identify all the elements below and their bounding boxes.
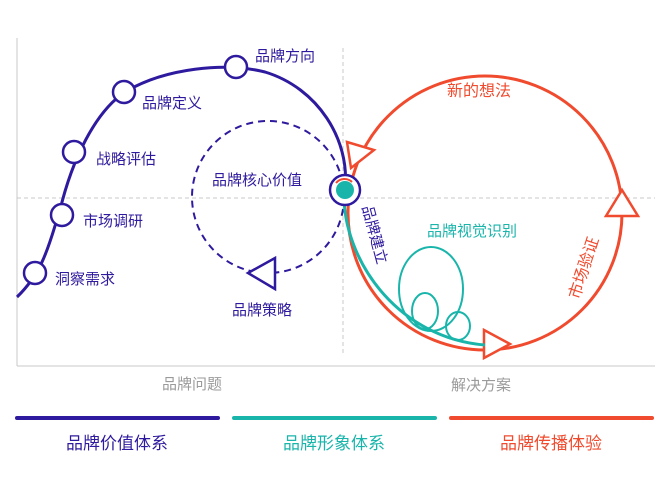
milestone-label-direction: 品牌方向 — [255, 47, 315, 65]
junction-node — [336, 181, 354, 199]
milestone-marker-strategy — [61, 139, 87, 165]
core-value-dashed-loop — [191, 120, 345, 274]
legend-label-image: 品牌形象体系 — [283, 434, 385, 454]
milestone-label-definition: 品牌定义 — [142, 94, 202, 112]
bottom-arrow-icon — [482, 327, 513, 361]
core-value-label: 品牌核心价值 — [212, 171, 302, 189]
new-idea-label: 新的想法 — [447, 81, 511, 100]
visual-identity-ellipses — [398, 246, 471, 341]
identity-ellipse-small — [445, 311, 471, 341]
milestone-marker-research — [49, 202, 75, 228]
legend-label-value: 品牌价值体系 — [66, 434, 168, 454]
milestone-label-insight: 洞察需求 — [55, 270, 115, 288]
strategy-arrow-icon — [245, 255, 277, 292]
milestone-marker-insight — [22, 260, 48, 286]
legend: 品牌价值体系 品牌形象体系 品牌传播体验 — [15, 416, 654, 454]
milestone-marker-definition — [111, 79, 137, 105]
communication-loop — [346, 74, 624, 352]
market-arrow-icon — [603, 187, 641, 218]
identity-ellipse-medium — [411, 292, 439, 330]
brand-build-label: 品牌建立 — [358, 203, 391, 266]
identity-ellipse-large — [398, 246, 464, 332]
visual-identity-label: 品牌视觉识别 — [427, 222, 517, 240]
milestone-markers — [22, 54, 249, 286]
milestone-marker-direction — [223, 54, 249, 80]
milestone-label-research: 市场调研 — [83, 212, 143, 230]
junction-node-orange-edge — [335, 178, 353, 184]
milestone-label-strategy: 战略评估 — [96, 150, 156, 168]
new-idea-arrow-icon — [345, 140, 377, 171]
axis-label-problem: 品牌问题 — [162, 375, 222, 393]
axis-label-solution: 解决方案 — [451, 376, 511, 394]
legend-label-communication: 品牌传播体验 — [500, 434, 602, 454]
strategy-label: 品牌策略 — [232, 301, 292, 319]
